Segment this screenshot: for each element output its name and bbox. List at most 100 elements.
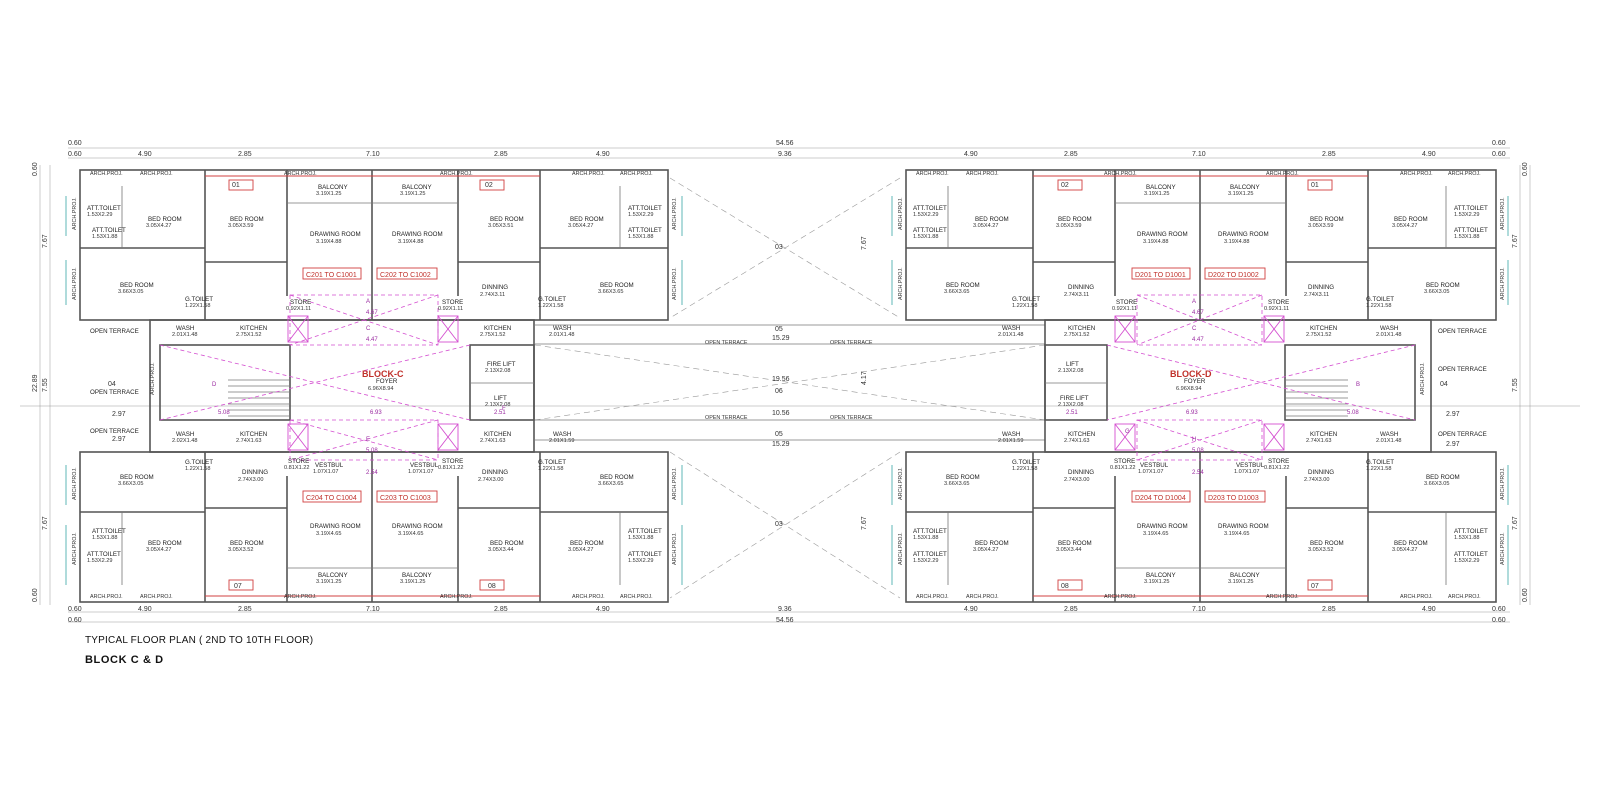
c-wash-1: WASH	[176, 325, 194, 332]
d-store-3: STORE	[1114, 458, 1135, 465]
dim-10-56: 10.56	[772, 410, 790, 417]
c-wash-3-size: 2.02X1.48	[172, 438, 198, 444]
d-bed-4-size: 3.05X4.27	[1392, 223, 1418, 229]
c-arch-proj-left-1: ARCH.PROJ.	[72, 197, 78, 230]
d-gtoilet-4: G.TOILET	[1366, 459, 1394, 466]
bottom-dimensions: 0.60 0.60 54.56 0.60 0.60 4.90 2.85 7.10…	[68, 606, 1510, 624]
c-store-1-size: 0.92X1.11	[286, 306, 311, 312]
block-c-zone-e-val: 5.08	[366, 448, 378, 454]
c-bed-8-size: 3.66X3.65	[598, 481, 624, 487]
dim-top-6: 9.36	[778, 151, 792, 158]
c-bed-8: BED ROOM	[600, 474, 634, 481]
c-wash-1-size: 2.01X1.48	[172, 332, 198, 338]
c-dinning-3: DINNING	[482, 469, 508, 476]
d-wash-4: WASH	[1380, 431, 1398, 438]
d-dinning-3-size: 2.74X3.00	[1064, 477, 1090, 483]
c-arch-proj-tl2: ARCH.PROJ.	[140, 171, 173, 177]
d-dinning-1: DINNING	[1068, 284, 1094, 291]
c-store-1: STORE	[290, 299, 311, 306]
marker-05-bottom: 05	[775, 431, 783, 438]
c-dinning-3-size: 2.74X3.00	[478, 477, 504, 483]
d-kitchen-1-size: 2.75X1.52	[1064, 332, 1090, 338]
d-drawing-2: DRAWING ROOM	[1218, 231, 1269, 238]
d-gtoilet-1: G.TOILET	[1012, 296, 1040, 303]
c-arch-proj-right-3: ARCH.PROJ.	[672, 467, 678, 500]
d-att-toilet-1: ATT.TOILET	[913, 205, 947, 212]
block-d-zone-a: A	[1192, 299, 1196, 305]
c-kitchen-2: KITCHEN	[484, 325, 511, 332]
d-bed-2: BED ROOM	[1058, 216, 1092, 223]
c-dim-297-2: 2.97	[112, 436, 126, 443]
c-gtoilet-1: G.TOILET	[185, 296, 213, 303]
dim-left-1: 0.60	[32, 162, 39, 176]
c-wash-4-size: 2.01X1.59	[549, 438, 575, 444]
c-bed-11-size: 3.05X3.44	[488, 547, 514, 553]
d-arch-proj-br: ARCH.PROJ.	[1400, 594, 1433, 600]
dim-left-6: 0.60	[32, 588, 39, 602]
d-bed-8-size: 3.66X3.05	[1424, 481, 1450, 487]
block-c-zone-a: A	[366, 299, 370, 305]
c-arch-proj-left-4: ARCH.PROJ.	[72, 532, 78, 565]
block-d-zone-h-val: 5.08	[1192, 448, 1204, 454]
c-bed-2: BED ROOM	[230, 216, 264, 223]
d-bed-11-size: 3.05X3.52	[1308, 547, 1334, 553]
d-bed-1: BED ROOM	[975, 216, 1009, 223]
d-arch-proj-bm2: ARCH.PROJ.	[1266, 594, 1299, 600]
c-dinning-2: DINNING	[242, 469, 268, 476]
marker-03-top: 03	[775, 244, 783, 251]
d-bed-7: BED ROOM	[946, 474, 980, 481]
drawing-subtitle: BLOCK C & D	[85, 654, 164, 666]
block-c: C201 TO C1001 C202 TO C1002 C204 TO C100…	[65, 169, 683, 603]
dim-gap-767-top: 7.67	[861, 236, 868, 250]
d-drawing-4-size: 3.19X4.65	[1224, 531, 1250, 537]
dim-edge-br2: 0.60	[1492, 617, 1506, 624]
dim-bottom-2: 2.85	[238, 606, 252, 613]
d-store-2: STORE	[1268, 299, 1289, 306]
d-arch-proj-right-2: ARCH.PROJ.	[1500, 267, 1506, 300]
d-arch-proj-right-3: ARCH.PROJ.	[1500, 467, 1506, 500]
dim-top-9: 7.10	[1192, 151, 1206, 158]
c-dinning-1: DINNING	[482, 284, 508, 291]
dim-right-1: 0.60	[1522, 162, 1529, 176]
central-courtyard: OPEN TERRACE OPEN TERRACE OPEN TERRACE O…	[20, 177, 1580, 599]
d-bed-10-size: 3.05X3.44	[1056, 547, 1082, 553]
d-bed-9-size: 3.05X4.27	[973, 547, 999, 553]
c-att-toilet-1: ATT.TOILET	[87, 205, 121, 212]
c-drawing-4: DRAWING ROOM	[392, 523, 443, 530]
c-arch-proj-tm2: ARCH.PROJ.	[440, 171, 473, 177]
d-gtoilet-2-size: 1.22X1.58	[1366, 303, 1392, 309]
dim-edge-br: 0.60	[1492, 606, 1506, 613]
dim-left-5: 7.67	[42, 516, 49, 530]
block-c-lift-size: 2.13X2.08	[485, 402, 511, 408]
c-gtoilet-4-size: 1.22X1.58	[538, 466, 564, 472]
d-marker-02: 02	[1061, 182, 1069, 189]
c-vestibul-2-size: 1.07X1.07	[408, 469, 434, 475]
d-drawing-3-size: 3.19X4.65	[1143, 531, 1169, 537]
d-att-toilet-6-size: 1.53X2.29	[913, 558, 939, 564]
d-drawing-1: DRAWING ROOM	[1137, 231, 1188, 238]
d-dinning-1-size: 2.74X3.11	[1064, 292, 1089, 298]
dim-edge-bl: 0.60	[68, 606, 82, 613]
dim-bottom-9: 7.10	[1192, 606, 1206, 613]
dim-edge-tr2: 0.60	[1492, 151, 1506, 158]
drawing-caption: TYPICAL FLOOR PLAN ( 2ND TO 10TH FLOOR) …	[85, 635, 313, 666]
block-d-name: BLOCK-D	[1170, 369, 1212, 379]
c-marker-08: 08	[488, 583, 496, 590]
unit-label-c204: C204 TO C1004	[306, 495, 357, 502]
c-gtoilet-2-size: 1.22X1.58	[538, 303, 564, 309]
block-d-fire-lift: FIRE LIFT	[1060, 395, 1089, 402]
block-c-zone-c: C	[366, 326, 371, 332]
dim-overall-top: 54.56	[776, 140, 794, 147]
d-bed-6-size: 3.66X3.05	[1424, 289, 1450, 295]
dim-right-4: 7.55	[1512, 378, 1519, 392]
c-store-4: STORE	[442, 458, 463, 465]
c-marker-07: 07	[234, 583, 242, 590]
c-wash-3: WASH	[176, 431, 194, 438]
d-marker-01: 01	[1311, 182, 1319, 189]
c-bed-11: BED ROOM	[490, 540, 524, 547]
block-c-name: BLOCK-C	[362, 369, 404, 379]
c-gtoilet-3-size: 1.22X1.58	[185, 466, 211, 472]
c-att-toilet-4-size: 1.53X1.88	[628, 234, 654, 240]
d-kitchen-4: KITCHEN	[1310, 431, 1337, 438]
